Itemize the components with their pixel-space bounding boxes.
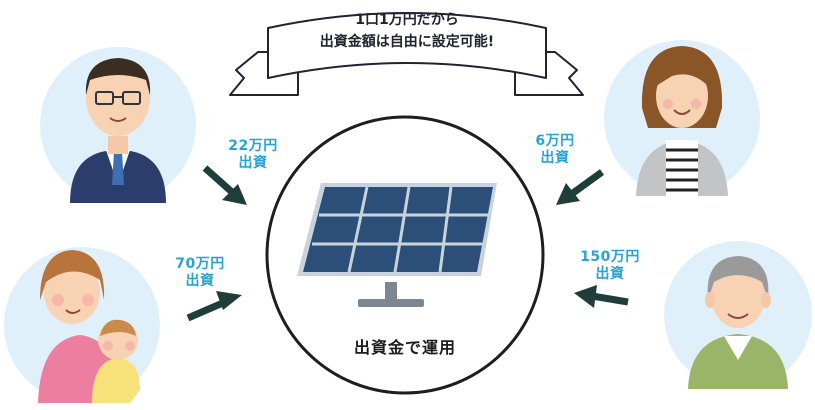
label-mother-action: 出資	[185, 273, 215, 289]
label-woman-action: 出資	[540, 150, 570, 166]
label-woman: 6万円 出資	[520, 133, 590, 167]
arrow-mother	[186, 291, 242, 322]
center-caption: 出資金で運用	[353, 338, 456, 357]
banner-ribbon	[229, 12, 584, 96]
arrow-man	[202, 165, 247, 205]
label-elder: 150万円 出資	[575, 249, 645, 283]
businessman-avatar	[40, 47, 196, 203]
label-man-amount: 22万円	[228, 138, 278, 154]
woman-avatar	[604, 40, 760, 196]
arrow-woman	[556, 169, 605, 205]
arrow-elder	[574, 285, 629, 308]
banner-line-1: 1口1万円だから	[355, 12, 459, 28]
solar-panel-icon	[297, 183, 497, 307]
mother-baby-avatar	[4, 247, 160, 403]
label-man: 22万円 出資	[218, 138, 288, 172]
elderly-man-avatar	[664, 241, 812, 389]
label-mother-amount: 70万円	[175, 256, 225, 272]
label-man-action: 出資	[238, 155, 268, 171]
label-mother: 70万円 出資	[165, 256, 235, 290]
label-elder-amount: 150万円	[580, 249, 640, 265]
label-woman-amount: 6万円	[535, 133, 575, 149]
label-elder-action: 出資	[595, 266, 625, 282]
banner-line-2: 出資金額は自由に設定可能!	[319, 34, 495, 50]
banner-text: 1口1万円だから 出資金額は自由に設定可能!	[290, 9, 524, 53]
